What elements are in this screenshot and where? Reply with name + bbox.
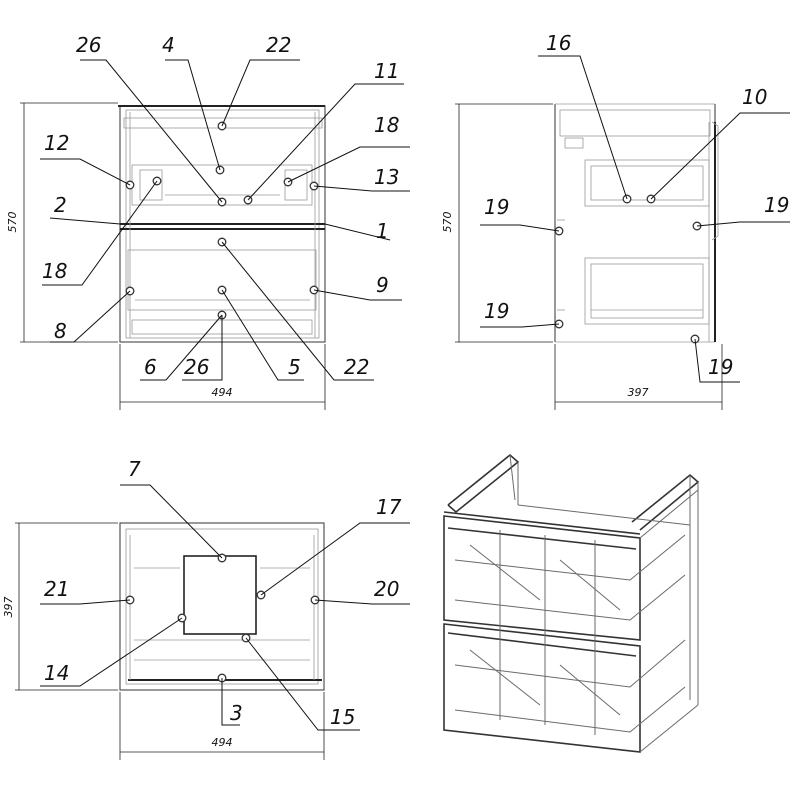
top-callout: 20 <box>374 577 399 601</box>
side-callout: 19 <box>764 193 789 217</box>
front-callout: 8 <box>54 319 67 343</box>
top-callout: 21 <box>44 577 69 601</box>
front-callout: 18 <box>42 259 67 283</box>
front-callout: 11 <box>374 59 399 83</box>
top-callout: 3 <box>230 701 243 725</box>
side-depth-dim: 397 <box>628 386 649 399</box>
side-height-dim: 570 <box>441 212 454 233</box>
front-height-dim: 570 <box>6 212 19 233</box>
top-view: 397 494 7 17 21 20 14 3 15 <box>2 457 410 760</box>
front-callout: 18 <box>374 113 399 137</box>
front-width-dim: 494 <box>212 386 233 399</box>
side-callout: 19 <box>484 299 509 323</box>
top-callout: 17 <box>376 495 402 519</box>
top-callout: 7 <box>128 457 141 481</box>
side-callout: 10 <box>742 85 767 109</box>
front-callout: 26 <box>76 33 101 57</box>
front-callout: 22 <box>344 355 369 379</box>
side-callout: 19 <box>708 355 733 379</box>
front-callout: 9 <box>376 273 389 297</box>
front-callout: 5 <box>288 355 301 379</box>
top-callout: 15 <box>330 705 355 729</box>
side-callout: 16 <box>546 31 571 55</box>
front-callout: 4 <box>162 33 175 57</box>
front-callout: 22 <box>266 33 291 57</box>
front-callout: 26 <box>184 355 209 379</box>
side-view: 570 397 16 10 19 19 19 19 <box>441 31 790 410</box>
front-callout: 1 <box>376 219 389 243</box>
isometric-view <box>443 453 700 753</box>
front-callout: 2 <box>54 193 67 217</box>
side-callout: 19 <box>484 195 509 219</box>
front-view: 570 494 2 <box>6 33 410 410</box>
top-callout: 14 <box>44 661 69 685</box>
top-depth-dim: 397 <box>2 597 15 618</box>
front-callout: 13 <box>374 165 399 189</box>
front-callout: 12 <box>44 131 69 155</box>
front-callout: 6 <box>144 355 157 379</box>
top-width-dim: 494 <box>212 736 233 749</box>
